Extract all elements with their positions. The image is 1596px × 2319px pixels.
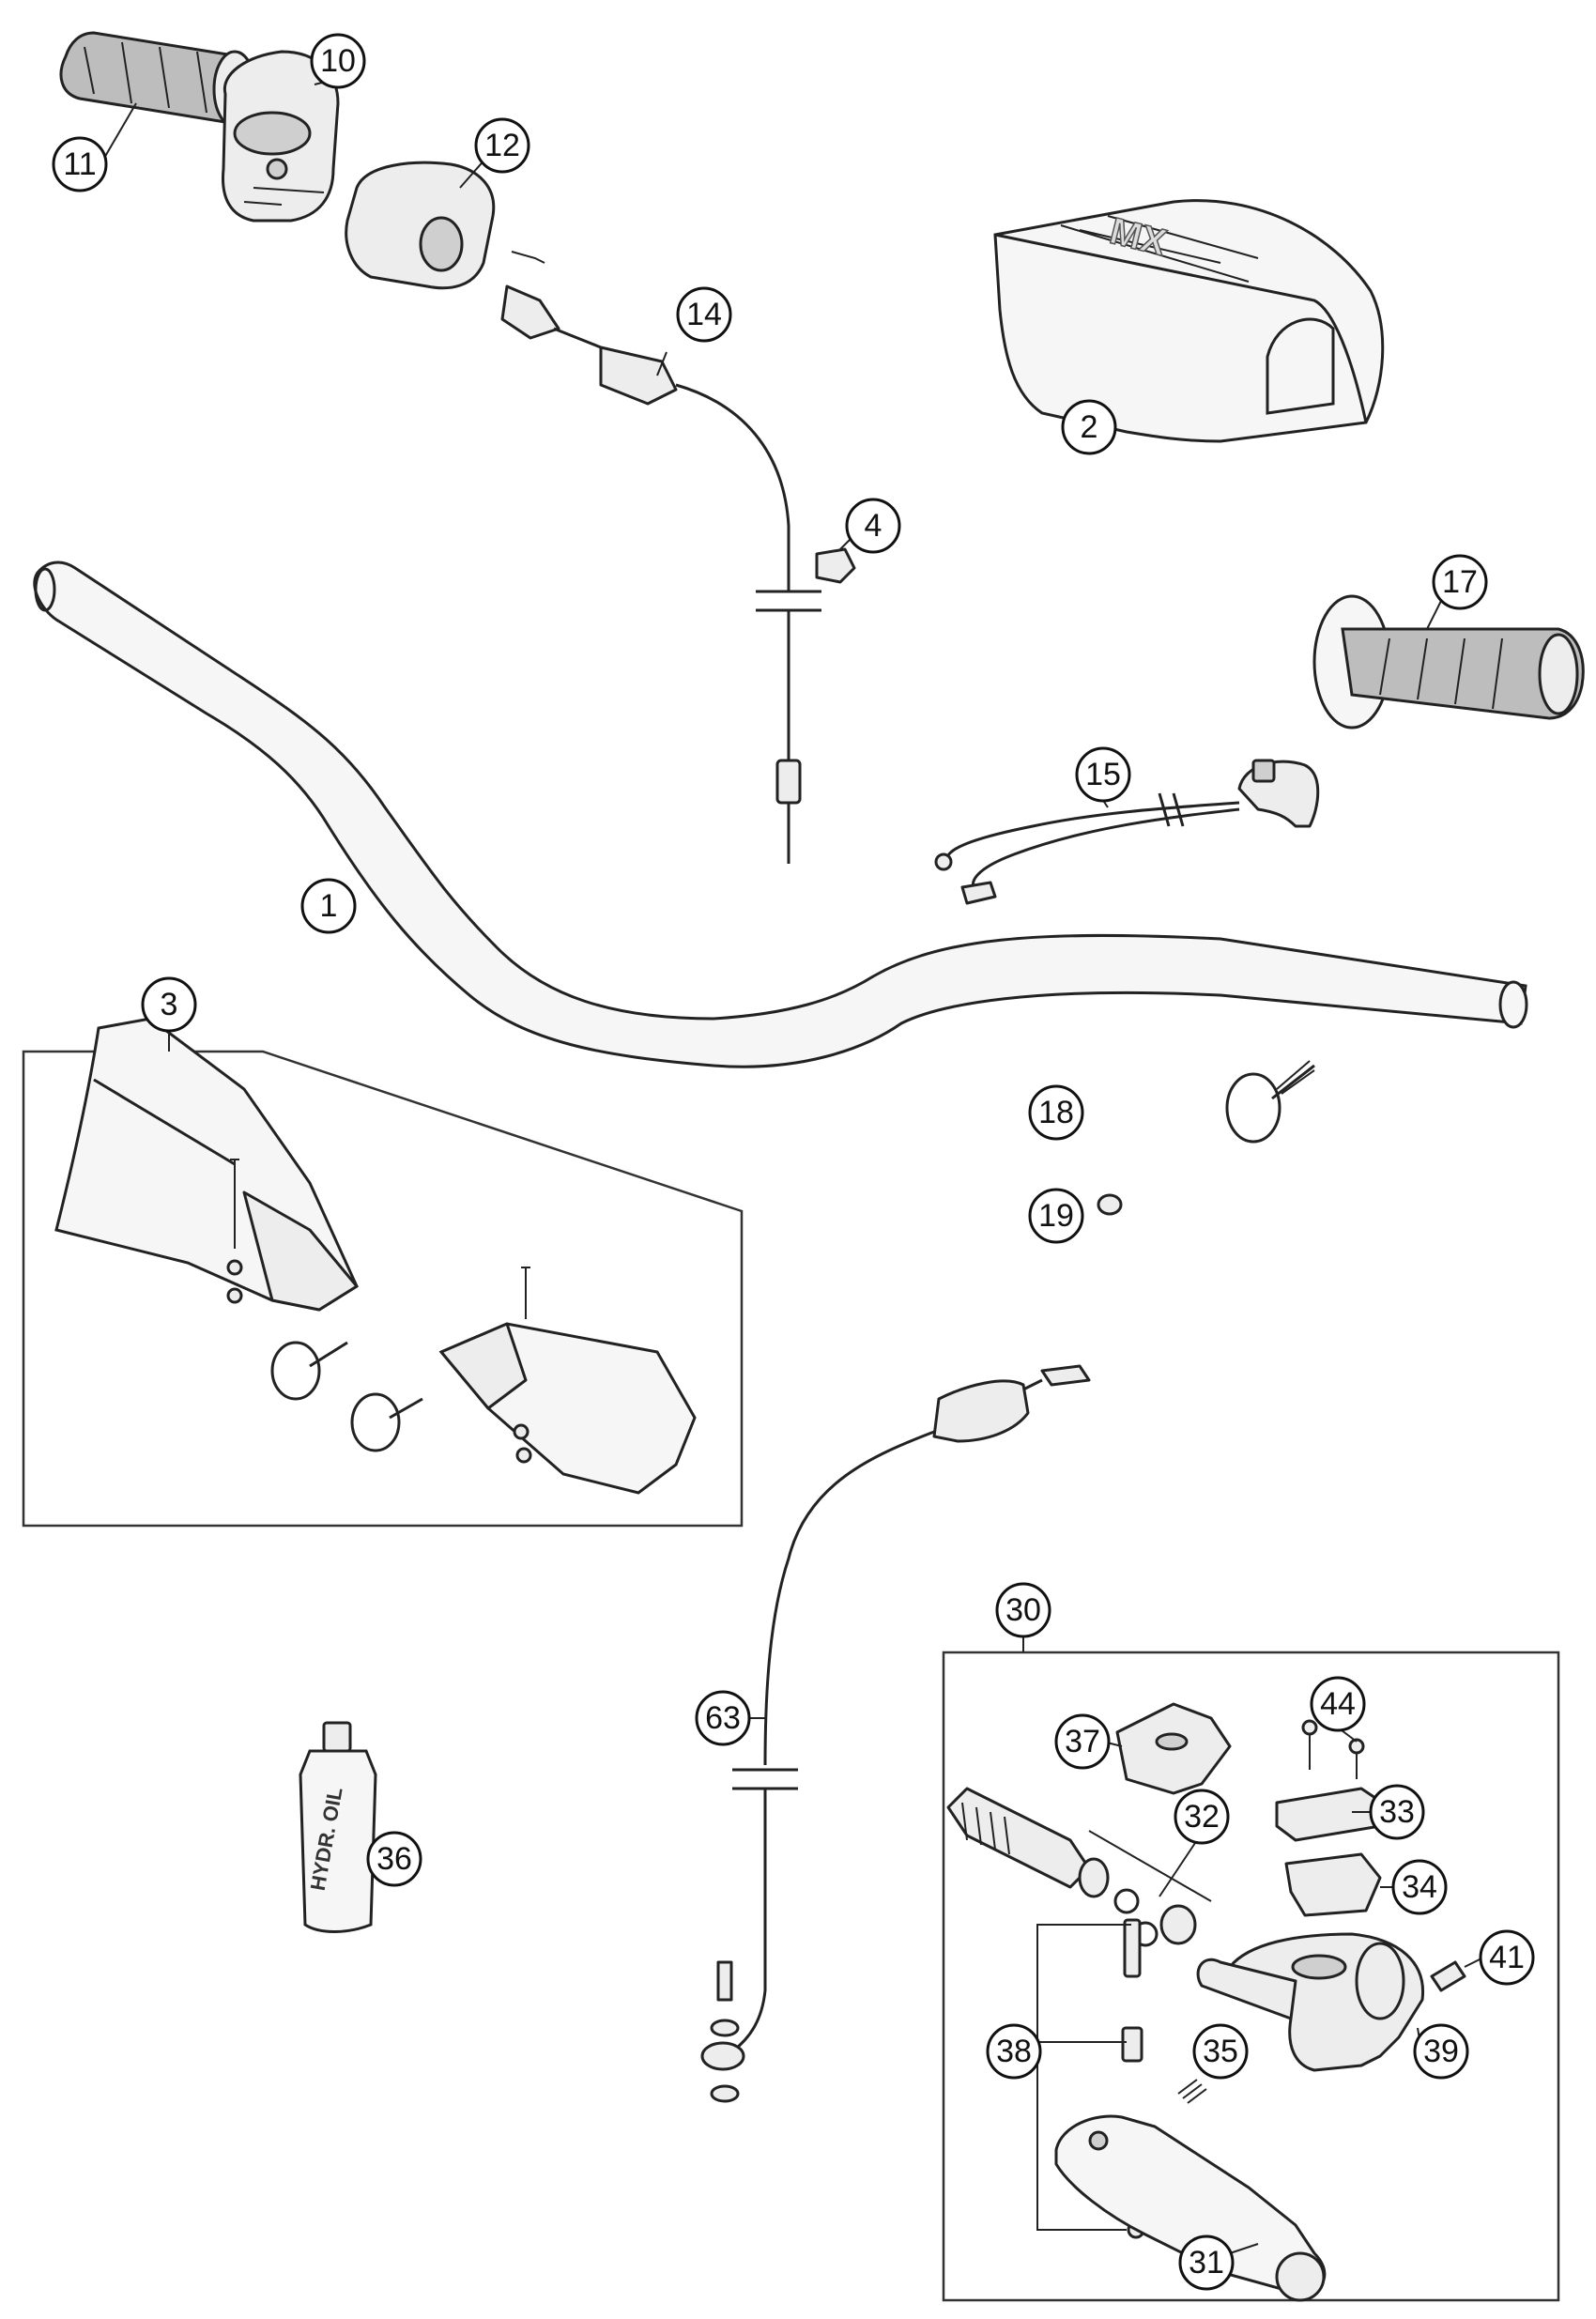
throttle-cover [345, 161, 496, 290]
callout-2: 2 [1061, 399, 1117, 455]
callout-label-32: 32 [1184, 1799, 1220, 1835]
kill-switch [934, 759, 1320, 905]
callout-37: 37 [1054, 1713, 1111, 1770]
callout-label-4: 4 [865, 508, 882, 544]
callout-label-33: 33 [1379, 1794, 1415, 1830]
callout-30: 30 [995, 1582, 1051, 1638]
callout-11: 11 [52, 136, 108, 192]
callout-19: 19 [1028, 1188, 1084, 1244]
callout-34: 34 [1391, 1859, 1448, 1915]
callout-label-35: 35 [1203, 2034, 1238, 2069]
callout-label-37: 37 [1065, 1724, 1100, 1759]
callout-label-38: 38 [996, 2034, 1032, 2069]
callout-label-10: 10 [320, 43, 356, 79]
callout-12: 12 [474, 117, 530, 174]
callout-label-18: 18 [1038, 1095, 1074, 1130]
callout-label-12: 12 [484, 128, 520, 163]
callout-label-3: 3 [161, 987, 178, 1022]
callout-17: 17 [1432, 554, 1488, 610]
cable-tie [1225, 1060, 1315, 1144]
callout-10: 10 [310, 33, 366, 89]
cap [1097, 1193, 1123, 1216]
callout-label-17: 17 [1442, 564, 1478, 600]
handlebar [33, 561, 1528, 1068]
throttle-housing [221, 50, 340, 223]
nut [815, 547, 856, 584]
grip-right [1312, 594, 1585, 729]
callout-label-19: 19 [1038, 1198, 1074, 1234]
callout-15: 15 [1075, 746, 1131, 803]
clutch-master-cylinder-kit [942, 1651, 1560, 2302]
callout-label-30: 30 [1005, 1592, 1041, 1628]
hydraulic-oil-bottle: HYDR. OIL [299, 1721, 377, 1933]
callout-label-44: 44 [1320, 1686, 1356, 1722]
callout-39: 39 [1413, 2023, 1469, 2080]
callout-31: 31 [1178, 2235, 1235, 2291]
callout-label-2: 2 [1081, 409, 1098, 445]
callout-label-63: 63 [705, 1700, 741, 1736]
callout-36: 36 [366, 1831, 422, 1887]
callout-63: 63 [695, 1690, 751, 1746]
clutch-hose [700, 1364, 1091, 2103]
callout-label-1: 1 [320, 888, 338, 924]
handlebar-pad: MX [993, 199, 1385, 443]
callout-label-41: 41 [1489, 1940, 1525, 1975]
callout-label-15: 15 [1085, 757, 1121, 792]
callout-44: 44 [1310, 1676, 1366, 1732]
callout-label-36: 36 [376, 1841, 412, 1877]
callout-18: 18 [1028, 1084, 1084, 1141]
callout-label-11: 11 [63, 146, 96, 182]
callout-label-39: 39 [1423, 2034, 1459, 2069]
callout-32: 32 [1174, 1789, 1230, 1845]
callout-41: 41 [1479, 1929, 1535, 1986]
throttle-cable [500, 251, 821, 864]
callout-33: 33 [1369, 1784, 1425, 1840]
callout-38: 38 [986, 2023, 1042, 2080]
callout-label-34: 34 [1402, 1869, 1437, 1905]
callout-35: 35 [1192, 2023, 1249, 2080]
callout-label-14: 14 [686, 297, 722, 332]
callout-3: 3 [141, 976, 197, 1033]
callout-1: 1 [300, 878, 357, 934]
callout-label-31: 31 [1189, 2245, 1224, 2281]
callout-14: 14 [676, 286, 732, 343]
handguard-kit [22, 1017, 744, 1528]
callout-4: 4 [845, 498, 901, 554]
